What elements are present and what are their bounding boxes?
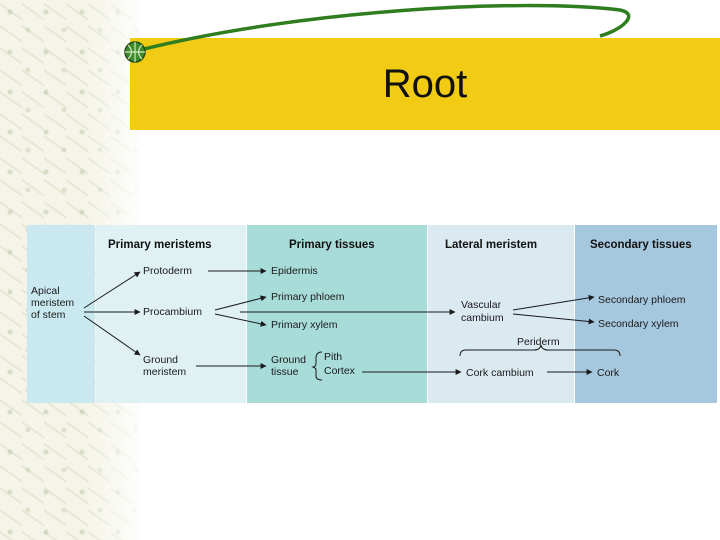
arrow-apical-protoderm	[83, 271, 141, 309]
label-apical-line2: meristem	[31, 297, 74, 309]
title-band	[130, 38, 720, 130]
label-ground-meristem-line2: meristem	[143, 366, 186, 378]
label-primary-phloem: Primary phloem	[271, 291, 345, 303]
label-procambium: Procambium	[143, 306, 202, 318]
arrow-vascular-cambium-secondary-xylem	[512, 313, 595, 325]
globe-icon	[124, 41, 146, 63]
label-ground-tissue-line2: tissue	[271, 366, 299, 378]
pith-cortex-brace	[311, 351, 323, 381]
header-secondary-tissues: Secondary tissues	[590, 239, 692, 251]
label-ground-meristem-line1: Ground	[143, 354, 178, 366]
header-lateral-meristem: Lateral meristem	[445, 239, 537, 251]
label-secondary-xylem: Secondary xylem	[598, 318, 679, 330]
label-cortex: Cortex	[324, 365, 356, 377]
label-cork-cambium: Cork cambium	[466, 367, 534, 379]
column-primary-meristems	[96, 225, 246, 403]
label-cork: Cork	[597, 367, 620, 379]
arrow-procambium-primary-phloem	[214, 295, 267, 311]
arrow-procambium-primary-xylem	[214, 313, 267, 327]
periderm-brace	[459, 344, 621, 357]
label-pith: Pith	[324, 351, 342, 363]
label-apical-line3: of stem	[31, 309, 66, 321]
label-apical-line1: Apical	[31, 285, 60, 297]
arrow-vascular-cambium-secondary-phloem	[512, 294, 595, 311]
decorative-swoosh	[124, 3, 631, 63]
slide-title: Root	[382, 61, 468, 106]
arrow-apical-ground-meristem	[83, 315, 141, 356]
label-vascular-cambium-line2: cambium	[461, 312, 504, 324]
label-vascular-cambium-line1: Vascular	[461, 299, 502, 311]
header-primary-meristems: Primary meristems	[108, 239, 212, 251]
label-ground-tissue-line1: Ground	[271, 354, 306, 366]
label-protoderm: Protoderm	[143, 265, 192, 277]
label-secondary-phloem: Secondary phloem	[598, 294, 686, 306]
label-primary-xylem: Primary xylem	[271, 319, 338, 331]
label-epidermis: Epidermis	[271, 265, 318, 277]
label-periderm: Periderm	[517, 336, 560, 348]
column-primary-tissues	[247, 225, 427, 403]
column-secondary-tissues	[575, 225, 717, 403]
swoosh-curve	[139, 3, 631, 52]
header-primary-tissues: Primary tissues	[289, 239, 375, 251]
column-apical	[27, 225, 95, 403]
